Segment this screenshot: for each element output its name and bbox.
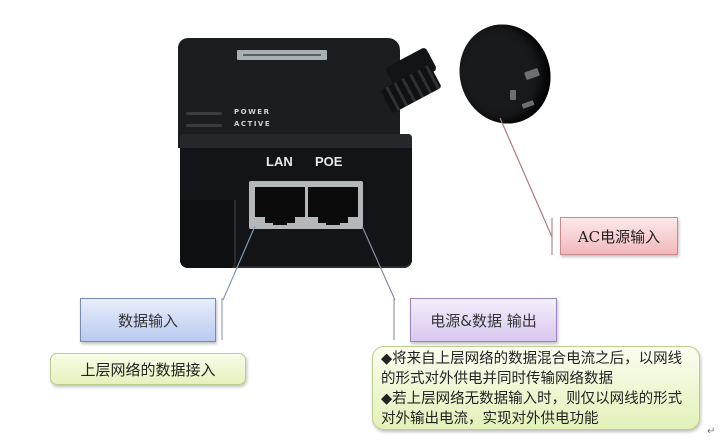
poe-output-bullet-2: ◆若上层网络无数据输入时，则仅以网线的形式对外输出电流，实现对外供电功能 — [381, 391, 683, 427]
lan-port-label: LAN — [266, 154, 293, 169]
power-led-label: POWER — [234, 108, 271, 116]
data-input-title: 数据输入 — [117, 311, 178, 330]
plug-pin — [510, 90, 516, 100]
power-led — [186, 112, 222, 115]
active-led — [186, 124, 222, 127]
data-input-callout: 数据输入 — [80, 298, 216, 342]
poe-output-bullet-1: ◆将来自上层网络的数据混合电流之后，以网线的形式对外供电并同时传输网络数据 — [381, 351, 683, 387]
device-front-lip — [180, 134, 412, 148]
active-led-label: ACTIVE — [234, 120, 272, 128]
device-brand-label — [237, 50, 327, 60]
poe-port-label: POE — [315, 154, 343, 169]
ac-input-title: AC电源输入 — [577, 227, 661, 246]
paragraph-return-mark: ↵ — [707, 426, 716, 437]
lan-port — [251, 187, 309, 225]
data-input-description: 上层网络的数据接入 — [80, 360, 216, 379]
poe-output-description-box: ◆将来自上层网络的数据混合电流之后，以网线的形式对外供电并同时传输网络数据 ◆若… — [372, 346, 700, 430]
poe-output-title: 电源&数据 输出 — [430, 311, 537, 330]
poe-port — [304, 187, 362, 225]
poe-output-callout: 电源&数据 输出 — [410, 298, 557, 342]
ac-input-callout: AC电源输入 — [560, 217, 678, 255]
port-frame — [249, 181, 363, 229]
device-foot — [180, 200, 236, 268]
data-input-description-box: 上层网络的数据接入 — [50, 353, 246, 385]
